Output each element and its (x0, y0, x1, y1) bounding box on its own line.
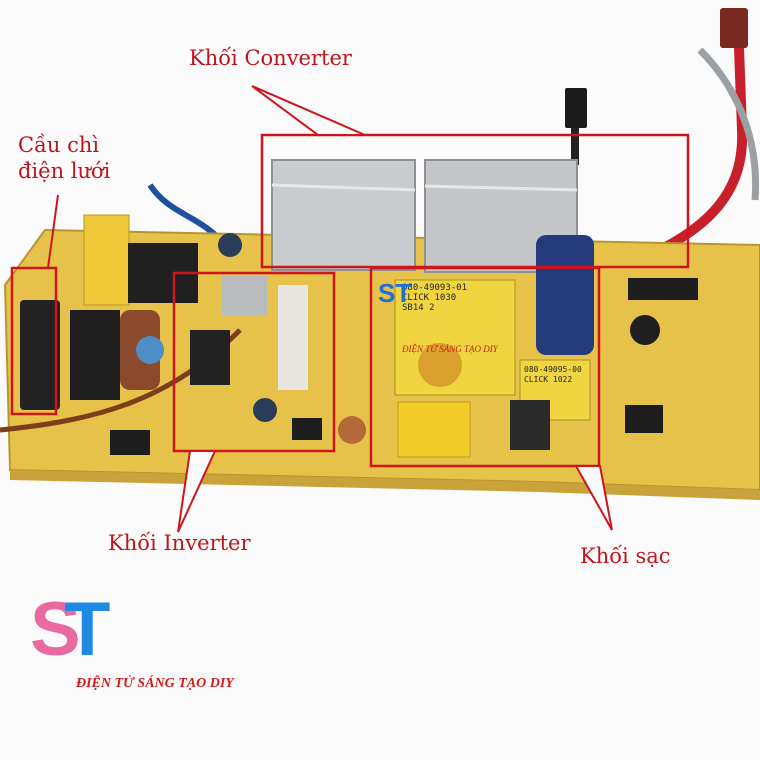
electrolytic-cap-small (253, 398, 277, 422)
wire-connector (720, 8, 748, 48)
label-fuse: Cầu chì điện lưới (18, 133, 111, 184)
ic-chip-inverter (292, 418, 322, 440)
ic-chip-right-2 (625, 405, 663, 433)
charger-outline (369, 266, 601, 468)
grey-wire (697, 47, 760, 201)
inverter-outline (172, 271, 336, 453)
black-connector (565, 88, 587, 128)
film-capacitor (397, 401, 471, 458)
heatsink-left (271, 159, 416, 271)
inverter-leader (177, 450, 217, 533)
white-resistor (278, 285, 308, 390)
logo-large-t: T (64, 587, 110, 672)
red-wire (595, 15, 748, 280)
fuse-holder (20, 300, 60, 410)
ic-chip-right (628, 278, 698, 300)
label-converter: Khối Converter (189, 46, 352, 70)
mosfet-charger (510, 400, 550, 450)
electrolytic-cap-top (218, 233, 242, 257)
ic-chip-left (110, 430, 150, 455)
blue-disc-capacitor (136, 336, 164, 364)
transformer-1-marking-2: CLICK 1030 (402, 293, 456, 303)
watermark-text-overlay: ĐIỆN TỬ SÁNG TẠO DIY (401, 344, 499, 354)
fuse-outline (10, 266, 58, 416)
transformer-1-marking: 080-49093-01 (402, 283, 467, 293)
fuse-leader (47, 194, 59, 269)
aluminum-tab (222, 275, 267, 315)
label-charger: Khối sạc (580, 544, 671, 568)
transformer-2-marking: 080-49095-00 (524, 365, 582, 374)
charger-leader (574, 465, 613, 531)
logo-caption: ĐIỆN TỬ SÁNG TẠO DIY (76, 676, 234, 691)
watermark-logo-small: ST (378, 278, 411, 308)
transformer-small (519, 359, 591, 421)
mosfet-inverter (190, 330, 230, 385)
label-inverter: Khối Inverter (108, 531, 251, 555)
transformer-1-marking-3: SB14 2 (402, 303, 435, 313)
converter-leader (251, 85, 366, 136)
electrolytic-cap-right (630, 315, 660, 345)
logo-large-s: S (30, 587, 81, 672)
large-capacitor (536, 235, 594, 355)
relay-black-2 (70, 310, 120, 400)
copper-coil (338, 416, 366, 444)
transformer-2-marking-2: CLICK 1022 (524, 375, 572, 384)
yellow-capacitor (83, 214, 130, 306)
